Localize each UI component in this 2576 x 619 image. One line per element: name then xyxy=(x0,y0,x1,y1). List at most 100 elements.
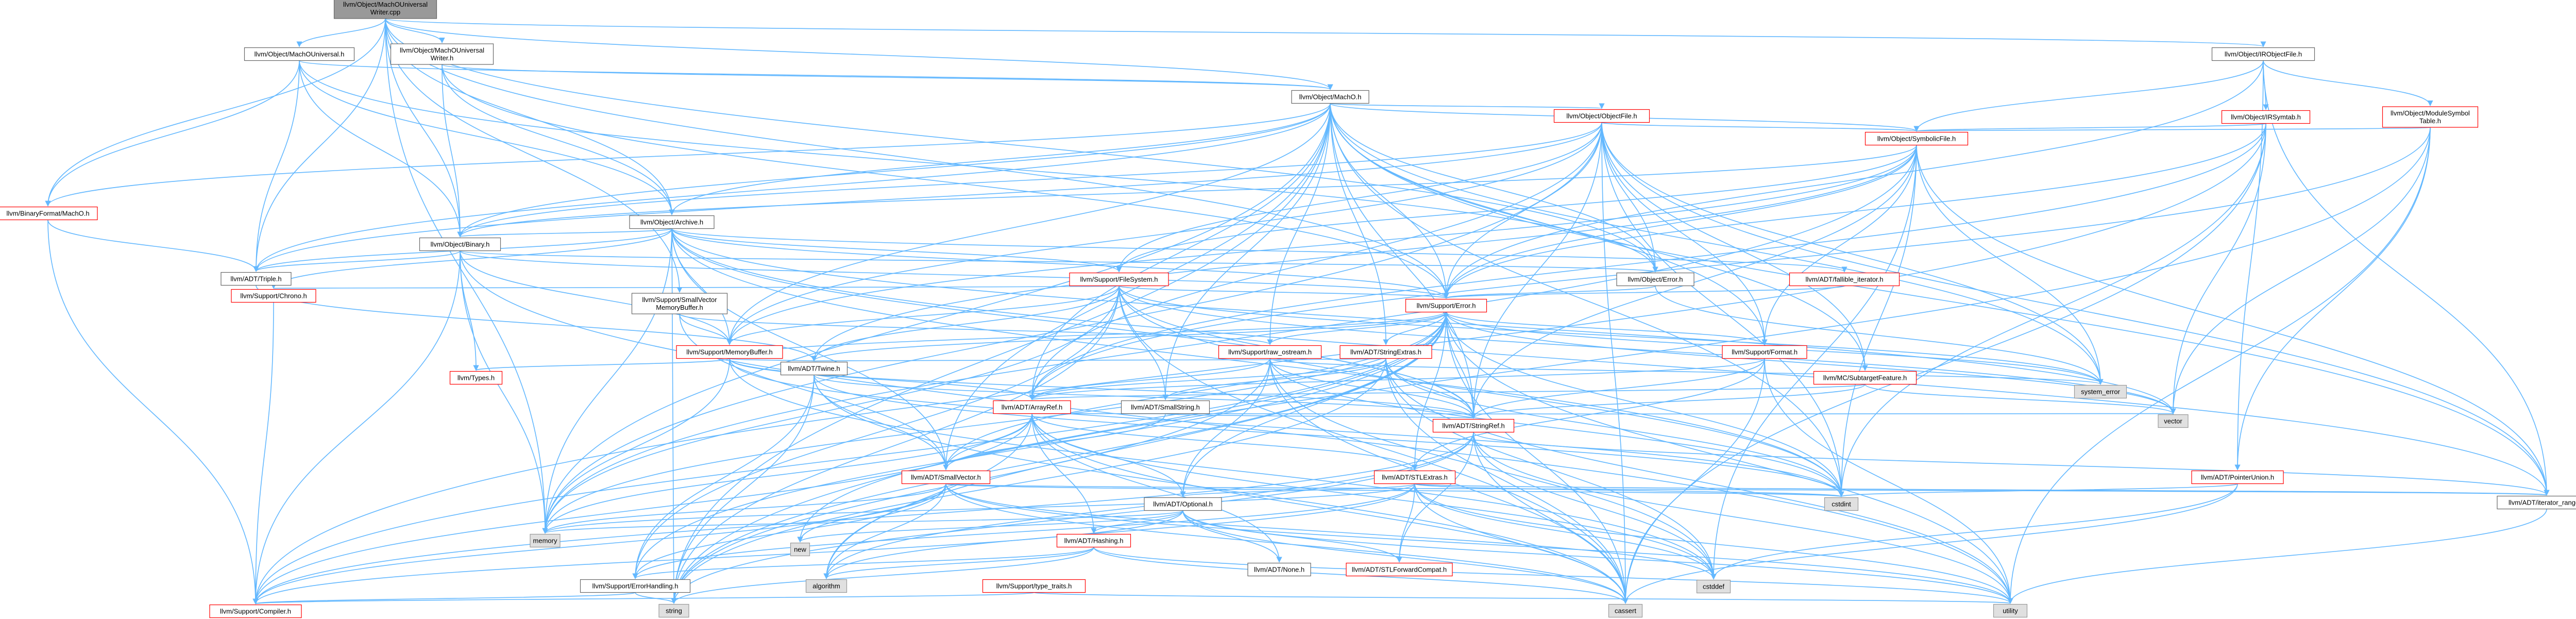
node-hashing[interactable]: llvm/ADT/Hashing.h xyxy=(1056,533,1131,548)
node-label: llvm/Support/SmallVector xyxy=(642,296,717,304)
node-label: llvm/ADT/iterator_range.h xyxy=(2509,499,2576,507)
node-fallible[interactable]: llvm/ADT/fallible_iterator.h xyxy=(1789,272,1900,287)
node-box xyxy=(2497,495,2576,510)
edge-arrayref-to-memory xyxy=(542,413,1032,534)
node-chrono[interactable]: llvm/Support/Chrono.h xyxy=(231,289,316,303)
edge-symfile-to-stringref xyxy=(1470,145,1917,419)
edge-membuf-to-stringref xyxy=(729,358,1477,419)
node-box xyxy=(209,604,302,618)
node-box xyxy=(631,293,728,314)
node-macho[interactable]: llvm/Object/MachO.h xyxy=(1291,90,1369,104)
node-stlextras[interactable]: llvm/ADT/STLExtras.h xyxy=(1374,470,1456,484)
node-rawostream[interactable]: llvm/Support/raw_ostream.h xyxy=(1218,345,1322,359)
edge-arrayref-to-optional xyxy=(1031,413,1186,497)
node-twine[interactable]: llvm/ADT/Twine.h xyxy=(780,361,848,376)
edge-stlextras-to-cstddef xyxy=(1414,483,1717,580)
node-smallstring[interactable]: llvm/ADT/SmallString.h xyxy=(1121,400,1210,414)
node-label: vector xyxy=(2164,417,2182,425)
edge-stlextras-to-cassert xyxy=(1414,483,1629,604)
edge-superr-to-stlextras xyxy=(1412,312,1447,471)
edge-twine-to-string xyxy=(671,375,815,604)
node-iterrange[interactable]: llvm/ADT/iterator_range.h xyxy=(2497,495,2576,510)
node-label: string xyxy=(666,607,682,615)
node-none[interactable]: llvm/ADT/None.h xyxy=(1247,562,1311,577)
node-stringextras[interactable]: llvm/ADT/StringExtras.h xyxy=(1340,345,1432,359)
edge-optional-to-utility xyxy=(1182,510,2013,604)
edge-symfile-to-membuf xyxy=(726,145,1917,345)
edge-root-to-triple xyxy=(253,18,386,272)
node-binary[interactable]: llvm/Object/Binary.h xyxy=(419,237,501,252)
edge-stringref-to-iterrange xyxy=(1473,432,2550,496)
edge-filesystem-to-string xyxy=(671,286,1120,604)
node-box xyxy=(2211,47,2315,61)
node-irsym[interactable]: llvm/Object/IRSymtab.h xyxy=(2221,110,2311,124)
node-binfmt[interactable]: llvm/BinaryFormat/MachO.h xyxy=(0,206,98,221)
node-superr[interactable]: llvm/Support/Error.h xyxy=(1405,298,1487,313)
edge-filesystem-to-chrono xyxy=(273,282,1120,289)
edge-membuf-to-types xyxy=(473,358,730,371)
node-pointerunion[interactable]: llvm/ADT/PointerUnion.h xyxy=(2191,470,2284,484)
edge-smallvector-to-new xyxy=(797,483,946,543)
node-objfile[interactable]: llvm/Object/ObjectFile.h xyxy=(1553,109,1650,123)
edge-objfile-to-arrayref xyxy=(1029,122,1602,400)
edge-subtarget-to-stringref xyxy=(1470,383,1866,419)
node-subtarget[interactable]: llvm/MC/SubtargetFeature.h xyxy=(1813,371,1917,385)
edge-irsym-to-compiler xyxy=(252,123,2266,605)
node-label: llvm/Support/Compiler.h xyxy=(220,608,291,615)
edge-optional-to-new xyxy=(797,510,1183,543)
node-triple[interactable]: llvm/ADT/Triple.h xyxy=(221,272,292,286)
edge-symfile-to-filesystem xyxy=(1116,145,1917,273)
node-memory: memory xyxy=(530,533,561,548)
node-label: cstddef xyxy=(1703,583,1724,591)
node-label: llvm/ADT/PointerUnion.h xyxy=(2201,474,2274,481)
node-label: llvm/ADT/StringRef.h xyxy=(1442,422,1504,430)
node-box xyxy=(1553,109,1650,123)
node-typetraits[interactable]: llvm/Support/type_traits.h xyxy=(982,579,1086,593)
node-smallvector[interactable]: llvm/ADT/SmallVector.h xyxy=(901,470,991,484)
node-errhandling[interactable]: llvm/Support/ErrorHandling.h xyxy=(580,579,691,593)
node-stlfwd[interactable]: llvm/ADT/STLForwardCompat.h xyxy=(1346,562,1453,577)
node-machouniv[interactable]: llvm/Object/MachOUniversal.h xyxy=(244,47,355,61)
edge-objerr-to-superr xyxy=(1443,285,1656,299)
edge-optional-to-cassert xyxy=(1182,510,1629,604)
node-irobj[interactable]: llvm/Object/IRObjectFile.h xyxy=(2211,47,2315,61)
edge-format-to-arrayref xyxy=(1029,358,1765,400)
edge-irobj-to-modsym xyxy=(2263,60,2433,107)
edge-root-to-machounivw xyxy=(385,18,445,44)
node-filesystem[interactable]: llvm/Support/FileSystem.h xyxy=(1069,272,1169,287)
edge-stlextras-to-errhandling xyxy=(632,483,1415,579)
edge-stringref-to-cassert xyxy=(1473,432,1629,604)
edge-macho-to-string xyxy=(671,103,1331,604)
node-box xyxy=(780,361,848,376)
edge-smallvecmb-to-membuf xyxy=(679,313,733,345)
node-label: llvm/Support/type_traits.h xyxy=(996,582,1072,590)
node-archive[interactable]: llvm/Object/Archive.h xyxy=(629,215,715,229)
node-symfile[interactable]: llvm/Object/SymbolicFile.h xyxy=(1865,131,1969,146)
node-compiler[interactable]: llvm/Support/Compiler.h xyxy=(209,604,302,618)
node-label: llvm/Support/Chrono.h xyxy=(240,292,307,300)
node-membuf[interactable]: llvm/Support/MemoryBuffer.h xyxy=(676,345,783,359)
edge-pointerunion-to-cstdint xyxy=(1839,483,2238,497)
edge-binary-to-superr xyxy=(460,250,1449,299)
edge-symfile-to-memory xyxy=(542,145,1917,534)
node-label: llvm/ADT/Hashing.h xyxy=(1064,537,1124,545)
edge-root-to-objerr xyxy=(385,18,1658,273)
edge-objfile-to-systemerror xyxy=(1601,122,2104,385)
node-label: llvm/Support/ErrorHandling.h xyxy=(592,582,679,590)
edge-stlextras-to-iterrange xyxy=(1414,483,2549,496)
node-optional[interactable]: llvm/ADT/Optional.h xyxy=(1144,497,1222,511)
node-label: llvm/BinaryFormat/MachO.h xyxy=(6,210,89,218)
node-format[interactable]: llvm/Support/Format.h xyxy=(1722,345,1807,359)
node-stringref[interactable]: llvm/ADT/StringRef.h xyxy=(1432,419,1515,433)
edge-modsym-to-utility xyxy=(2007,127,2431,604)
node-label: Table.h xyxy=(2419,117,2441,125)
node-box xyxy=(221,272,292,286)
node-objerr[interactable]: llvm/Object/Error.h xyxy=(1616,272,1694,287)
node-types[interactable]: llvm/Types.h xyxy=(449,371,503,385)
node-arrayref[interactable]: llvm/ADT/ArrayRef.h xyxy=(993,400,1071,414)
node-box xyxy=(790,542,810,557)
